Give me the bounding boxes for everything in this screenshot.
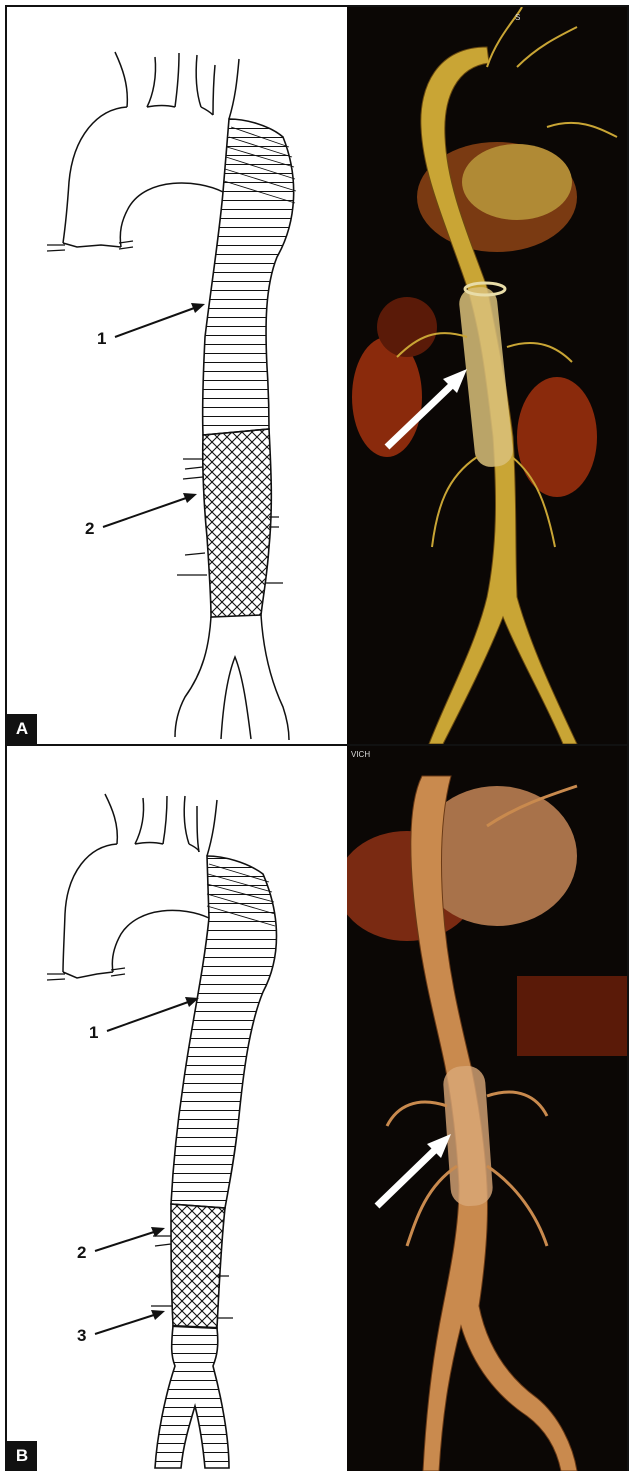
panel-b-ct-rendering: VICH — [347, 746, 627, 1471]
panel-a-aorta-drawing: 1 2 — [7, 7, 347, 744]
label-b-2: 2 — [77, 1243, 86, 1262]
panel-a-ct-rendering: S — [347, 7, 627, 744]
photo-a-marker: S — [515, 13, 520, 22]
panel-b-drawing: 1 2 3 — [7, 746, 347, 1471]
panel-a-drawing: 1 2 — [7, 7, 347, 744]
figure: 1 2 — [5, 5, 629, 1471]
label-b-3: 3 — [77, 1326, 86, 1345]
panel-b-3d-ct-image — [347, 746, 627, 1471]
panel-a: 1 2 — [7, 7, 627, 744]
label-a-1: 1 — [97, 329, 106, 348]
label-b-1: 1 — [89, 1023, 98, 1042]
panel-b: 1 2 3 — [7, 744, 627, 1471]
label-a-2: 2 — [85, 519, 94, 538]
panel-b-aorta-drawing: 1 2 3 — [7, 746, 347, 1471]
panel-a-letter: A — [7, 714, 37, 744]
panel-a-3d-ct-image — [347, 7, 627, 744]
right-kidney — [517, 377, 597, 497]
panel-b-letter: B — [7, 1441, 37, 1471]
photo-b-marker: VICH — [351, 750, 370, 759]
